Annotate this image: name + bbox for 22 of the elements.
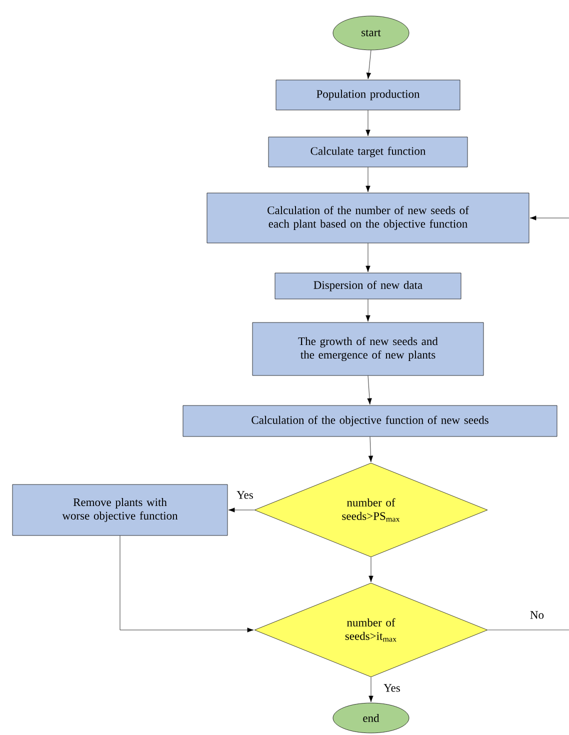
arrow xyxy=(530,216,569,220)
arrow xyxy=(120,536,254,632)
arrow xyxy=(366,110,370,136)
process-box: Population production xyxy=(276,80,460,110)
arrow xyxy=(368,677,374,702)
process-box: Dispersion of new data xyxy=(274,272,462,300)
arrow xyxy=(368,436,374,462)
process-box: Calculate target function xyxy=(268,136,468,168)
process-box: Calculation of the objective function of new seeds xyxy=(182,405,558,437)
arrow xyxy=(366,50,372,80)
arrow xyxy=(366,167,370,192)
arrow xyxy=(368,557,374,582)
edge-label: Yes xyxy=(382,683,402,693)
arrow xyxy=(366,299,370,322)
process-box: Calculation of the number of new seeds of each plant based on the objective function xyxy=(206,192,530,244)
arrow xyxy=(228,508,254,512)
arrow xyxy=(366,243,370,272)
process-box: The growth of new seeds and the emergence of new plants xyxy=(252,322,484,376)
edge-label: No xyxy=(528,610,546,620)
edge-label: Yes xyxy=(236,490,254,500)
process-box: Remove plants with worse objective function xyxy=(12,484,228,536)
arrow xyxy=(367,376,372,405)
